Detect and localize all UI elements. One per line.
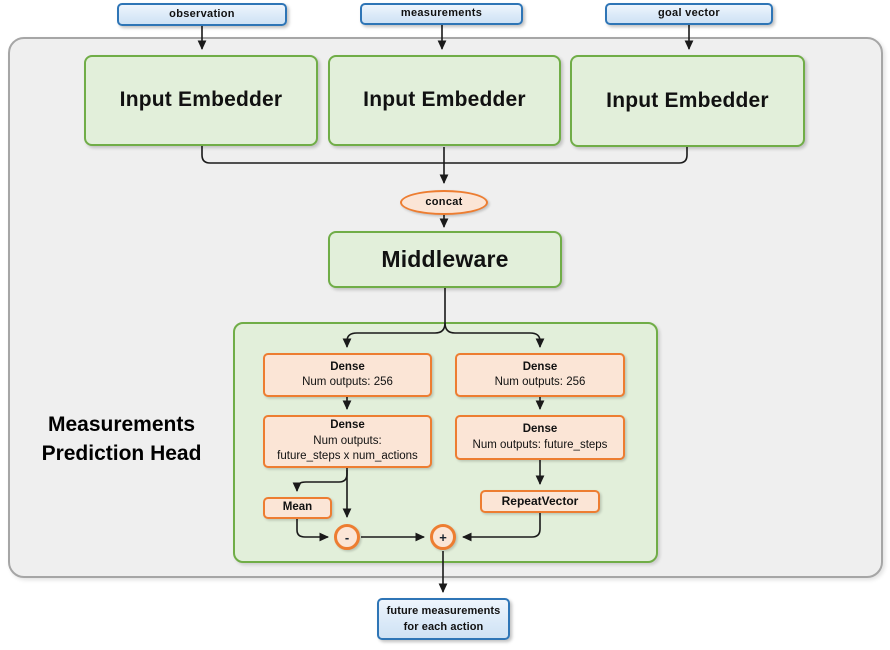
input-node-measurements: measurements <box>360 3 523 25</box>
dense-node-right-2: Dense Num outputs: future_steps <box>455 415 625 460</box>
repeat-vector-node-label: RepeatVector <box>501 493 579 508</box>
input-node-observation: observation <box>117 3 287 26</box>
input-node-goal-vector-label: goal vector <box>658 7 720 20</box>
output-node: future measurements for each action <box>377 598 510 640</box>
output-node-line2: for each action <box>403 621 484 633</box>
input-embedder-3: Input Embedder <box>570 55 805 147</box>
input-embedder-2: Input Embedder <box>328 55 561 146</box>
dense-node-right-1-title: Dense <box>522 360 558 373</box>
dense-node-right-2-outputs: Num outputs: future_steps <box>472 438 608 451</box>
dense-node-right-2-title: Dense <box>522 423 558 435</box>
dense-node-left-2-title: Dense <box>330 419 365 432</box>
dense-node-left-1-outputs: Num outputs: 256 <box>302 376 393 388</box>
prediction-head-title-line1: Measurements <box>47 413 196 436</box>
dense-node-right-1: Dense Num outputs: 256 <box>455 353 625 397</box>
dense-node-left-1-title: Dense <box>330 360 365 373</box>
input-node-measurements-label: measurements <box>400 7 483 20</box>
input-embedder-1: Input Embedder <box>84 55 318 146</box>
input-embedder-1-label: Input Embedder <box>119 88 283 112</box>
dense-node-left-1: Dense Num outputs: 256 <box>263 353 432 397</box>
repeat-vector-node: RepeatVector <box>480 490 600 513</box>
dense-node-left-2: Dense Num outputs: future_steps x num_ac… <box>263 415 432 468</box>
input-node-goal-vector: goal vector <box>605 3 773 25</box>
middleware-node-label: Middleware <box>381 246 509 273</box>
input-embedder-2-label: Input Embedder <box>363 88 526 112</box>
dense-node-right-1-outputs: Num outputs: 256 <box>494 376 586 388</box>
input-embedder-3-label: Input Embedder <box>606 88 769 112</box>
add-op-node: + <box>430 524 456 550</box>
input-node-observation-label: observation <box>169 7 235 20</box>
subtract-op-label: - <box>344 529 350 545</box>
dense-node-left-2-outputs: Num outputs: <box>313 434 382 447</box>
concat-node-label: concat <box>425 195 463 208</box>
dense-node-left-2-outputs-detail: future_steps x num_actions <box>277 450 418 463</box>
concat-node: concat <box>400 190 488 215</box>
subtract-op-node: - <box>334 524 360 550</box>
mean-node-label: Mean <box>282 501 313 514</box>
prediction-head-title: Measurements Prediction Head <box>14 410 229 468</box>
mean-node: Mean <box>263 497 332 519</box>
add-op-label: + <box>439 529 447 545</box>
prediction-head-title-line2: Prediction Head <box>41 442 202 465</box>
middleware-node: Middleware <box>328 231 562 288</box>
output-node-line1: future measurements <box>386 605 501 617</box>
